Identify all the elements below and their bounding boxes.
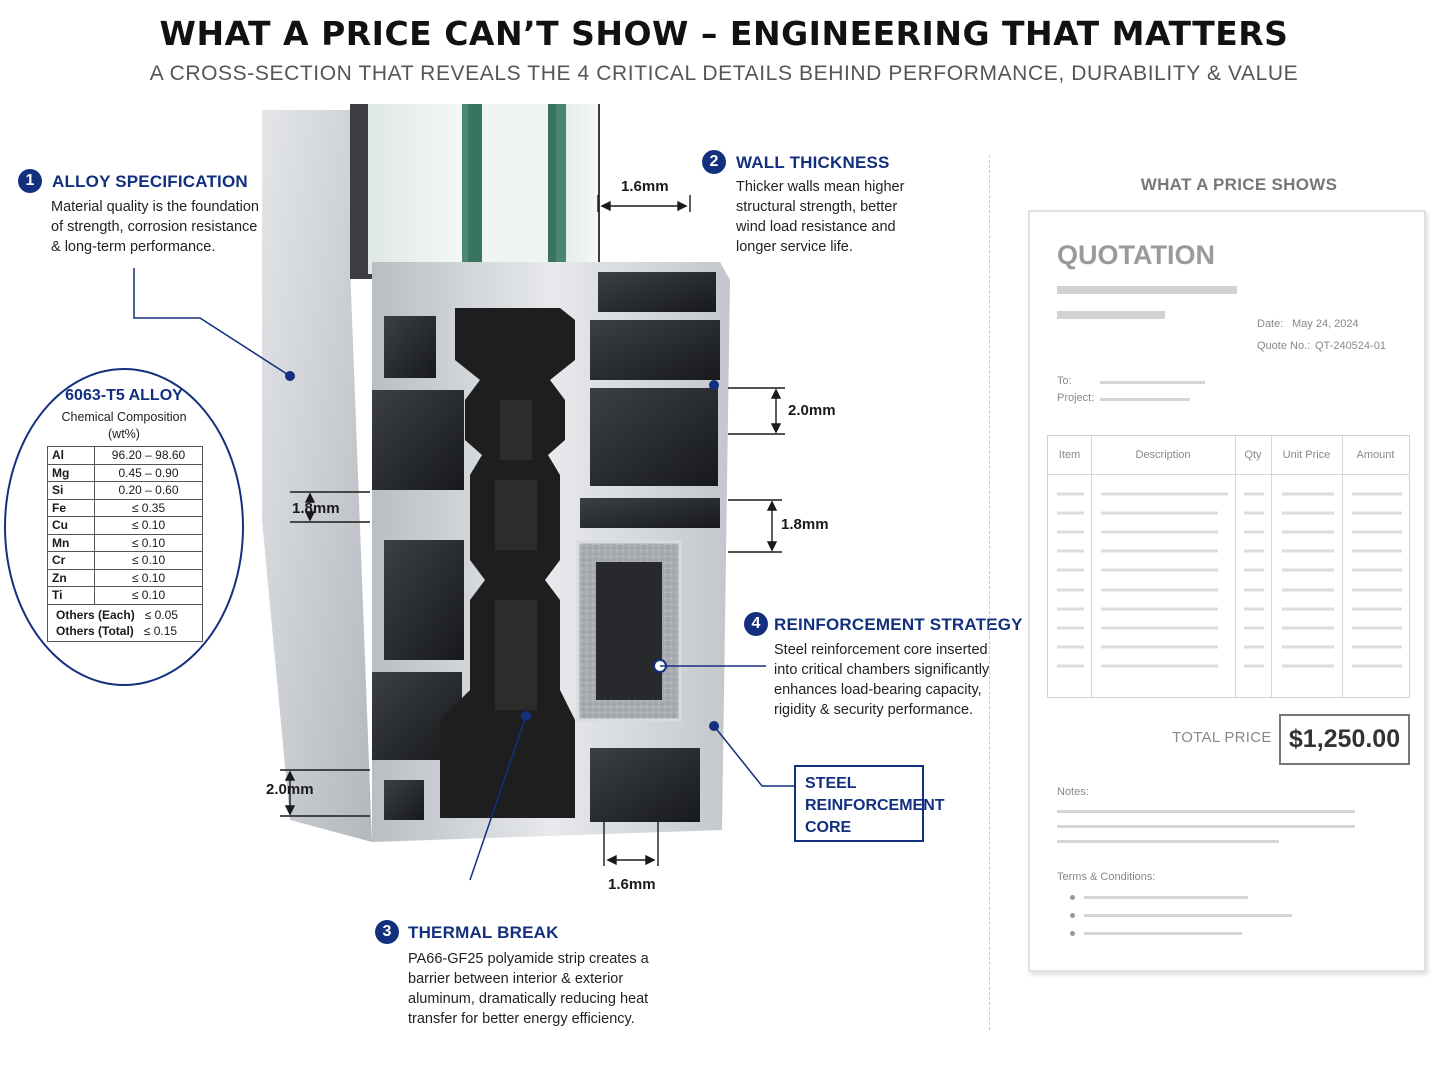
dim-right-mid: 1.8mm (781, 516, 829, 533)
placeholder-bar (1057, 286, 1237, 294)
quote-number-label: Quote No.: (1257, 340, 1311, 352)
dim-bottom-wall: 1.6mm (608, 876, 656, 893)
callout-1-title: ALLOY SPECIFICATION (52, 172, 248, 191)
total-price-value: $1,250.00 (1279, 714, 1410, 765)
page-title: WHAT A PRICE CAN’T SHOW – ENGINEERING TH… (159, 14, 1289, 53)
total-price-label: TOTAL PRICE (1172, 729, 1272, 746)
placeholder-line (1057, 810, 1355, 813)
bullet-icon (1070, 931, 1075, 936)
callout-2-title: WALL THICKNESS (736, 153, 890, 172)
callout-2-body: Thicker walls mean higher structural str… (736, 179, 905, 255)
project-label: Project: (1057, 392, 1095, 404)
col-header-description: Description (1135, 449, 1191, 461)
callout-1-number: 1 (18, 169, 42, 193)
placeholder-line (1084, 932, 1242, 935)
placeholder-line (1084, 914, 1292, 917)
quotation-table: Item Description Qty Unit Price Amount (1047, 435, 1410, 698)
alloy-composition-circle (4, 368, 244, 686)
bullet-icon (1070, 895, 1075, 900)
page-subtitle: A CROSS-SECTION THAT REVEALS THE 4 CRITI… (149, 62, 1299, 85)
dim-left-mid: 1.8mm (292, 500, 340, 517)
placeholder-line (1084, 896, 1248, 899)
section-divider (989, 155, 990, 1030)
callout-4-title: REINFORCEMENT STRATEGY (774, 615, 1023, 634)
col-header-amount: Amount (1356, 449, 1395, 461)
price-panel-heading: WHAT A PRICE SHOWS (1140, 175, 1338, 194)
col-header-item: Item (1058, 449, 1081, 461)
table-row: Others (Each) ≤ 0.05 Others (Total) ≤ 0.… (47, 603, 203, 642)
table-row: Mn≤ 0.10 (47, 533, 203, 552)
alloy-subtitle: Chemical Composition (wt%) (61, 410, 187, 441)
table-row: Cu≤ 0.10 (47, 516, 203, 535)
bullet-icon (1070, 913, 1075, 918)
notes-label: Notes: (1057, 786, 1089, 798)
callout-2-number: 2 (702, 150, 726, 174)
placeholder-line (1100, 381, 1205, 384)
quotation-title: QUOTATION (1057, 240, 1215, 270)
placeholder-bar (1057, 311, 1165, 319)
callout-3-number: 3 (375, 920, 399, 944)
callout-3-body: PA66-GF25 polyamide strip creates a barr… (408, 951, 649, 1027)
callout-1-body: Material quality is the foundation of st… (51, 199, 259, 255)
placeholder-line (1100, 398, 1190, 401)
steel-reinforcement-core-label: STEEL REINFORCEMENT CORE (794, 765, 945, 842)
table-row: Zn≤ 0.10 (47, 568, 203, 587)
callout-4-number: 4 (744, 612, 768, 636)
table-row: Fe≤ 0.35 (47, 498, 203, 517)
to-label: To: (1057, 375, 1072, 387)
terms-label: Terms & Conditions: (1057, 871, 1156, 883)
callout-4-body: Steel reinforcement core inserted into c… (774, 642, 990, 718)
table-row: Ti≤ 0.10 (47, 586, 203, 605)
placeholder-line (1057, 840, 1279, 843)
date-label: Date: (1257, 318, 1284, 330)
callout-3-title: THERMAL BREAK (408, 923, 559, 942)
col-header-qty: Qty (1244, 449, 1262, 461)
placeholder-rows (1057, 492, 1402, 668)
quote-number-value: QT-240524-01 (1315, 340, 1386, 352)
table-row: Cr≤ 0.10 (47, 551, 203, 570)
dim-left-low: 2.0mm (266, 781, 314, 798)
date-value: May 24, 2024 (1292, 318, 1359, 330)
dim-top-wall: 1.6mm (621, 178, 669, 195)
col-header-unit-price: Unit Price (1282, 449, 1331, 461)
placeholder-line (1057, 825, 1355, 828)
alloy-title: 6063-T5 ALLOY (65, 387, 183, 404)
dim-right-upper: 2.0mm (788, 402, 836, 419)
